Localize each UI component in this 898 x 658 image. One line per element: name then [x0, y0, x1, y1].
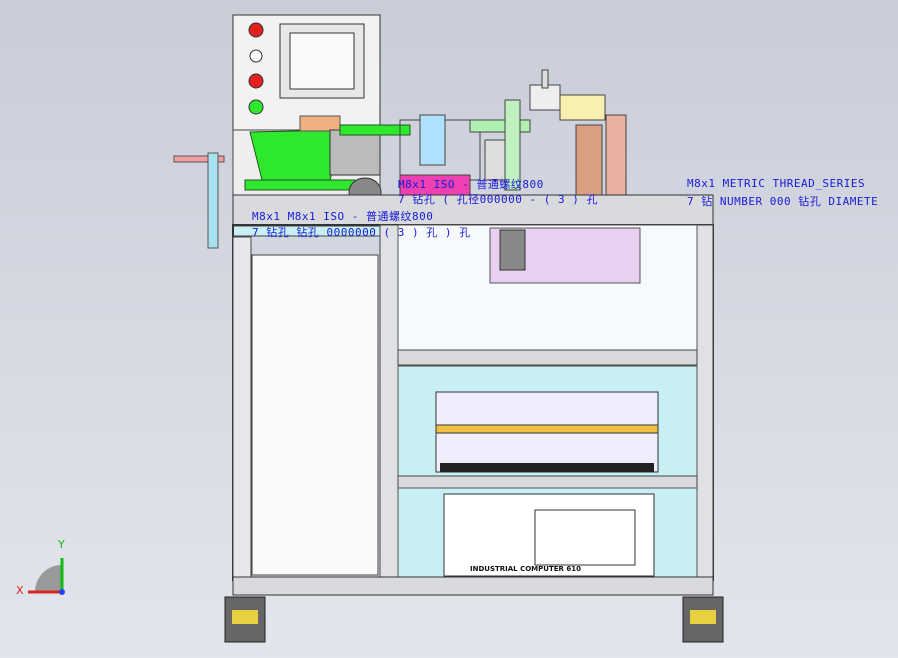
red-button: [248, 73, 264, 89]
thread-annotation-right: M8x1 METRIC THREAD_SERIES: [687, 177, 866, 190]
triad-y-label: Y: [58, 538, 65, 551]
triad-x-label: X: [16, 584, 24, 597]
computer-label: INDUSTRIAL COMPUTER 610: [470, 565, 581, 573]
cabinet-door: [251, 254, 379, 576]
side-handle: [173, 155, 225, 163]
hole-annotation-right: 7 钻 NUMBER 000 钻孔 DIAMETE: [687, 195, 879, 208]
thread-annotation-left: M8x1 M8x1 ISO - 普通螺纹800: [252, 210, 434, 223]
view-triad-icon: [35, 565, 62, 592]
base-rail: [232, 576, 714, 596]
hole-annotation-left: 7 钻孔 钻孔 0000000 ( 3 ) 孔 ) 孔: [252, 226, 471, 239]
hole-annotation-center: 7 钻孔 ( 孔径000000 - ( 3 ) 孔: [398, 193, 598, 206]
emergency-stop-button: [248, 22, 264, 38]
key-switch: [249, 49, 263, 63]
copper-cylinder: [575, 124, 603, 196]
thread-annotation-center: M8x1 ISO - 普通螺纹800: [398, 178, 544, 191]
green-button: [248, 99, 264, 115]
